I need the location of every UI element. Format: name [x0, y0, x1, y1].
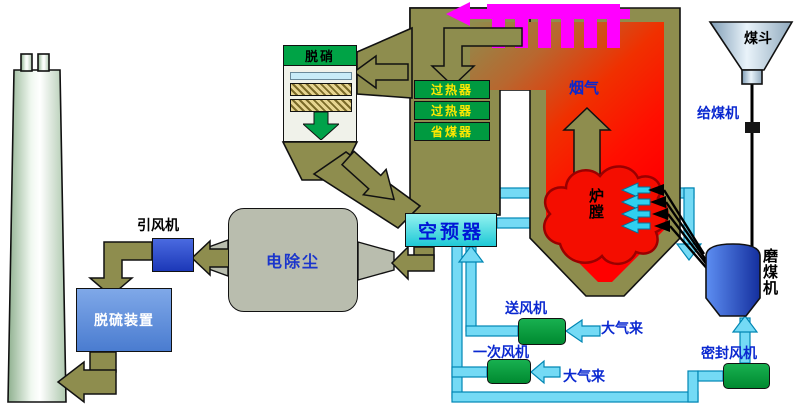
scr-label: 脱硝 — [284, 46, 356, 66]
scr-catalyst-layer-1 — [290, 83, 352, 96]
air-inlet-label-2: 大气来 — [563, 369, 605, 385]
induced-draft-fan — [152, 238, 194, 272]
forced-draft-fan — [518, 318, 566, 345]
coal-feeder-label: 给煤机 — [697, 106, 739, 122]
esp-to-idfan-arrow-icon — [190, 239, 231, 277]
primary-air-fan — [487, 359, 531, 384]
coal-mill-label: 磨 煤 机 — [763, 247, 779, 298]
preheater-to-esp-arrow-icon — [390, 245, 435, 281]
flue-turn-down-arrow-icon — [430, 27, 523, 88]
flue-arrows — [340, 27, 612, 201]
scr-catalyst-layer-2 — [290, 99, 352, 112]
superheater-2: 过热器 — [414, 101, 490, 120]
air-inlet-arrow-1-icon — [564, 318, 601, 344]
scr-down-arrow-icon — [303, 112, 339, 140]
primary-air-fan-label: 一次风机 — [473, 345, 529, 361]
lower-flue-chain — [56, 239, 435, 404]
scr-gas-layer — [290, 72, 352, 80]
pipe-arrow-into-preheater-icon — [457, 245, 485, 263]
air-inlet-label-1: 大气来 — [601, 321, 643, 337]
air-inlet-arrow-2-icon — [530, 359, 561, 385]
idfan-to-fgd-arrow-icon — [87, 241, 153, 297]
secondary-air-arrows — [620, 182, 651, 234]
coal-feeder-block — [745, 122, 760, 133]
coal-hopper-funnel — [708, 21, 794, 85]
flue-top-arrow-icon — [446, 2, 630, 26]
scr-inlet-arrow-icon — [352, 54, 409, 90]
forced-draft-fan-label: 送风机 — [505, 301, 547, 317]
desulfurization-unit: 脱硫装置 — [76, 288, 172, 352]
burner-lines — [662, 189, 711, 273]
induced-draft-fan-label: 引风机 — [137, 218, 179, 234]
scr-unit: 脱硝 — [283, 45, 357, 142]
burner-arrowheads — [648, 184, 670, 232]
flue-gas-label: 烟气 — [569, 79, 600, 97]
air-preheater: 空预器 — [405, 213, 497, 247]
superheater-1: 过热器 — [414, 80, 490, 99]
flue-up-arrow-icon — [562, 106, 612, 181]
economizer: 省煤器 — [414, 122, 490, 141]
scr-outlet-arrow-icon — [340, 150, 396, 201]
furnace-label: 炉 膛 — [589, 187, 605, 222]
platen-superheater — [446, 2, 630, 48]
coal-mill-body — [705, 243, 761, 317]
fgd-to-chimney-arrow-icon — [56, 360, 117, 404]
chimney — [7, 53, 67, 403]
seal-fan-label: 密封风机 — [701, 346, 757, 362]
coal-hopper-label: 煤斗 — [744, 31, 772, 47]
pipe-arrow-seal-to-mill-icon — [731, 315, 759, 333]
seal-fan — [723, 363, 770, 389]
electrostatic-precipitator: 电除尘 — [228, 208, 358, 312]
